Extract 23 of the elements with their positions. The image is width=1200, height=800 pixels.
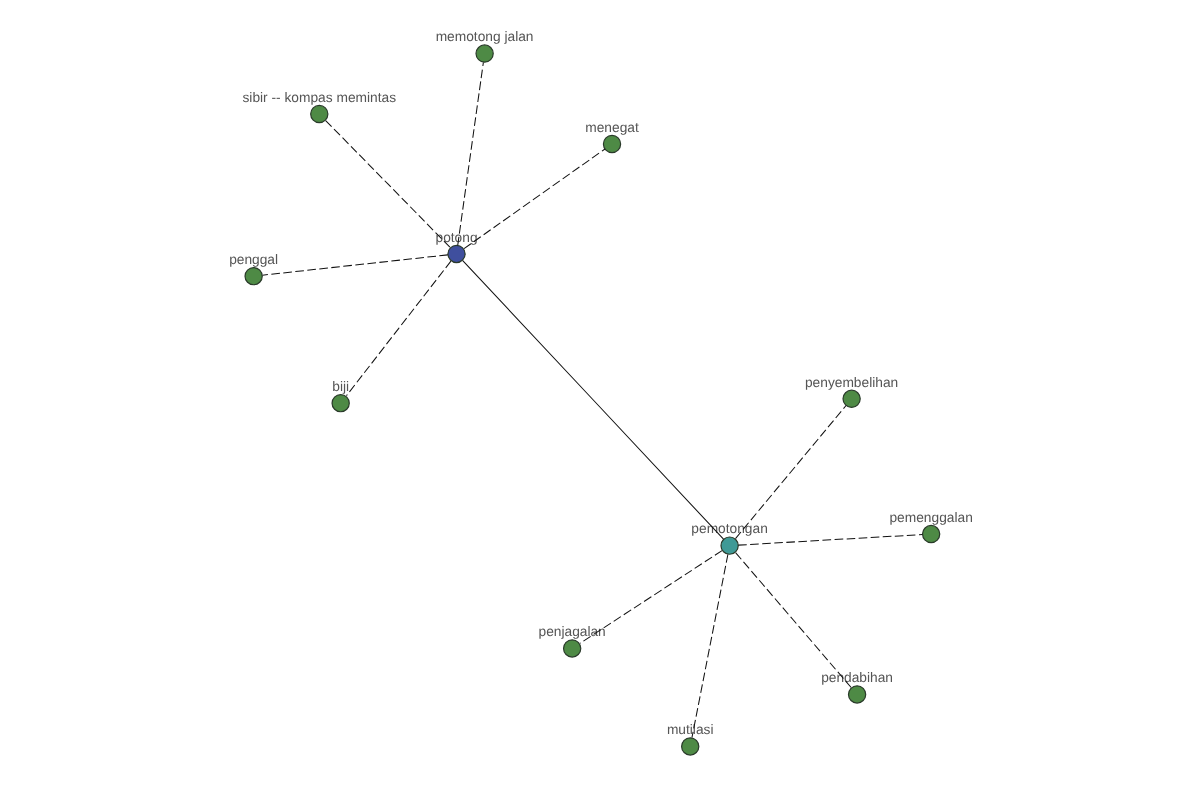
node-circle	[474, 44, 493, 63]
node-circle	[680, 737, 699, 756]
node-circle	[601, 134, 621, 154]
connector	[456, 61, 483, 246]
connector	[734, 552, 851, 689]
connector	[344, 260, 451, 397]
connector	[736, 534, 922, 546]
node-circle	[841, 389, 860, 408]
connector	[734, 404, 846, 540]
node-circle	[719, 536, 738, 555]
connector	[578, 550, 722, 644]
node-circle	[846, 685, 866, 704]
node-circle	[920, 524, 940, 544]
connector	[462, 148, 605, 250]
node-circle	[561, 639, 581, 658]
connector	[461, 260, 724, 540]
node-circle	[446, 244, 465, 264]
connector	[690, 553, 728, 739]
connector	[261, 254, 448, 276]
node-circle	[330, 393, 349, 413]
node-circle	[243, 266, 262, 286]
node-circle	[309, 104, 328, 124]
connector	[324, 119, 450, 248]
